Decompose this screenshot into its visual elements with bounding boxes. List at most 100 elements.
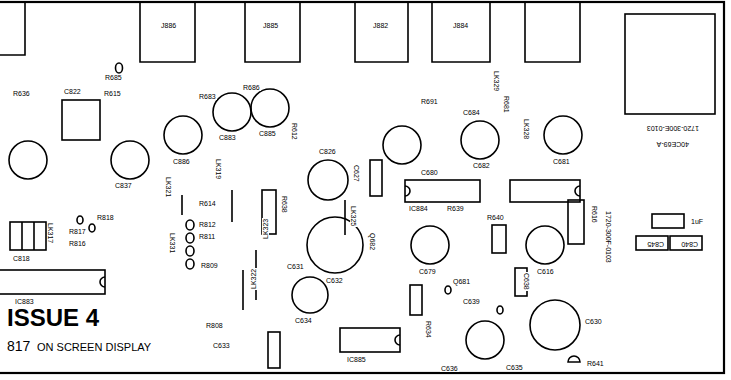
link-wire [182, 190, 345, 310]
bead [186, 259, 194, 269]
component-label: R636 [12, 90, 31, 97]
component-label: R809 [200, 262, 219, 269]
component-label: 1720-300F-0103 [605, 210, 612, 264]
capacitor [466, 321, 504, 359]
component-label: C845 [646, 241, 665, 248]
component-label: C638 [523, 272, 530, 291]
component-label: LK322 [250, 268, 257, 290]
component-label: C632 [325, 277, 344, 284]
component-label: LK329 [493, 70, 500, 92]
bead [186, 233, 194, 243]
component-label: J886 [160, 22, 177, 29]
component-label: C630 [584, 318, 603, 325]
component-label: 1720-300E-0103 [646, 125, 700, 132]
component-label: C639 [462, 298, 481, 305]
connector [355, 2, 408, 62]
component-label: R811 [198, 233, 216, 240]
connector [140, 2, 195, 62]
bead [186, 220, 194, 230]
relay-outline [625, 14, 715, 114]
component-label: R615 [103, 90, 122, 97]
ic-outline [0, 270, 105, 294]
resistor [370, 160, 382, 196]
component-label: R612 [291, 122, 298, 141]
component-label: J884 [452, 22, 469, 29]
square-component [62, 100, 100, 140]
component-label: J885 [262, 22, 279, 29]
connector [525, 2, 580, 62]
test-point [568, 356, 580, 362]
component-label: 1uF [690, 218, 704, 225]
capacitor [308, 160, 348, 200]
capacitor-box [636, 236, 668, 250]
component-label: R817 [68, 228, 87, 235]
bead [77, 216, 83, 224]
component-label: R639 [446, 205, 465, 212]
bead [445, 286, 451, 294]
capacitor [461, 121, 499, 159]
component-label: C627 [353, 164, 360, 183]
component-label: C681 [552, 158, 571, 165]
component-label: C886 [172, 158, 191, 165]
component-label: R818 [96, 214, 115, 221]
component-label: R812 [198, 221, 217, 228]
resistor [492, 225, 506, 253]
component-label: R808 [205, 322, 224, 329]
resistor [410, 285, 422, 315]
component-label: 817 [6, 339, 31, 353]
component-label: LK325 [350, 205, 357, 227]
resistor [268, 332, 280, 368]
component-label: R640 [486, 214, 505, 221]
component-label: C631 [286, 263, 305, 270]
ic-outline [340, 328, 400, 352]
component-label: C634 [294, 317, 313, 324]
component-label: R686 [242, 84, 261, 91]
component-label: LK331 [169, 232, 176, 254]
component-label: R691 [420, 98, 439, 105]
ic-outline [510, 180, 580, 202]
component-label: C818 [12, 255, 31, 262]
component-label: C616 [536, 268, 555, 275]
ic-notch [405, 186, 410, 196]
component-label: R614 [198, 200, 217, 207]
component-label: IC883 [14, 298, 35, 305]
connector [432, 2, 490, 62]
capacitor [544, 116, 582, 154]
component-label: LK317 [47, 222, 54, 244]
component-label: C883 [218, 134, 237, 141]
component-label: 40CE69-A [656, 141, 690, 148]
bead [116, 63, 123, 73]
component-label: C826 [318, 148, 337, 155]
component-label: C633 [212, 342, 231, 349]
component-detail [22, 222, 34, 250]
ic-notch [395, 335, 400, 345]
component-label: LK321 [165, 176, 172, 198]
ic-outline [405, 180, 480, 202]
component-label: C682 [472, 162, 491, 169]
component-label: Q681 [452, 278, 471, 285]
component-label: R681 [503, 95, 510, 114]
bead [186, 246, 194, 256]
component-label: C837 [114, 182, 133, 189]
component-label: C679 [418, 268, 437, 275]
capacitor [251, 89, 289, 127]
ic-notch [575, 186, 580, 196]
component-label: ISSUE 4 [6, 306, 100, 330]
component-label: C636 [440, 365, 459, 372]
component-label: C635 [505, 364, 524, 371]
connector [0, 2, 25, 55]
component-label: R685 [104, 74, 123, 81]
board-outline [0, 2, 724, 373]
capacitor [383, 126, 421, 164]
capacitor [526, 226, 564, 264]
capacitor [530, 300, 580, 350]
component-label: C885 [258, 130, 277, 137]
component-label: C840 [680, 241, 699, 248]
component-label: J882 [372, 22, 389, 29]
component-label: R683 [198, 93, 217, 100]
component-label: LK328 [523, 118, 530, 140]
bead [497, 306, 503, 314]
component-label: C684 [462, 109, 481, 116]
capacitor [111, 141, 149, 179]
